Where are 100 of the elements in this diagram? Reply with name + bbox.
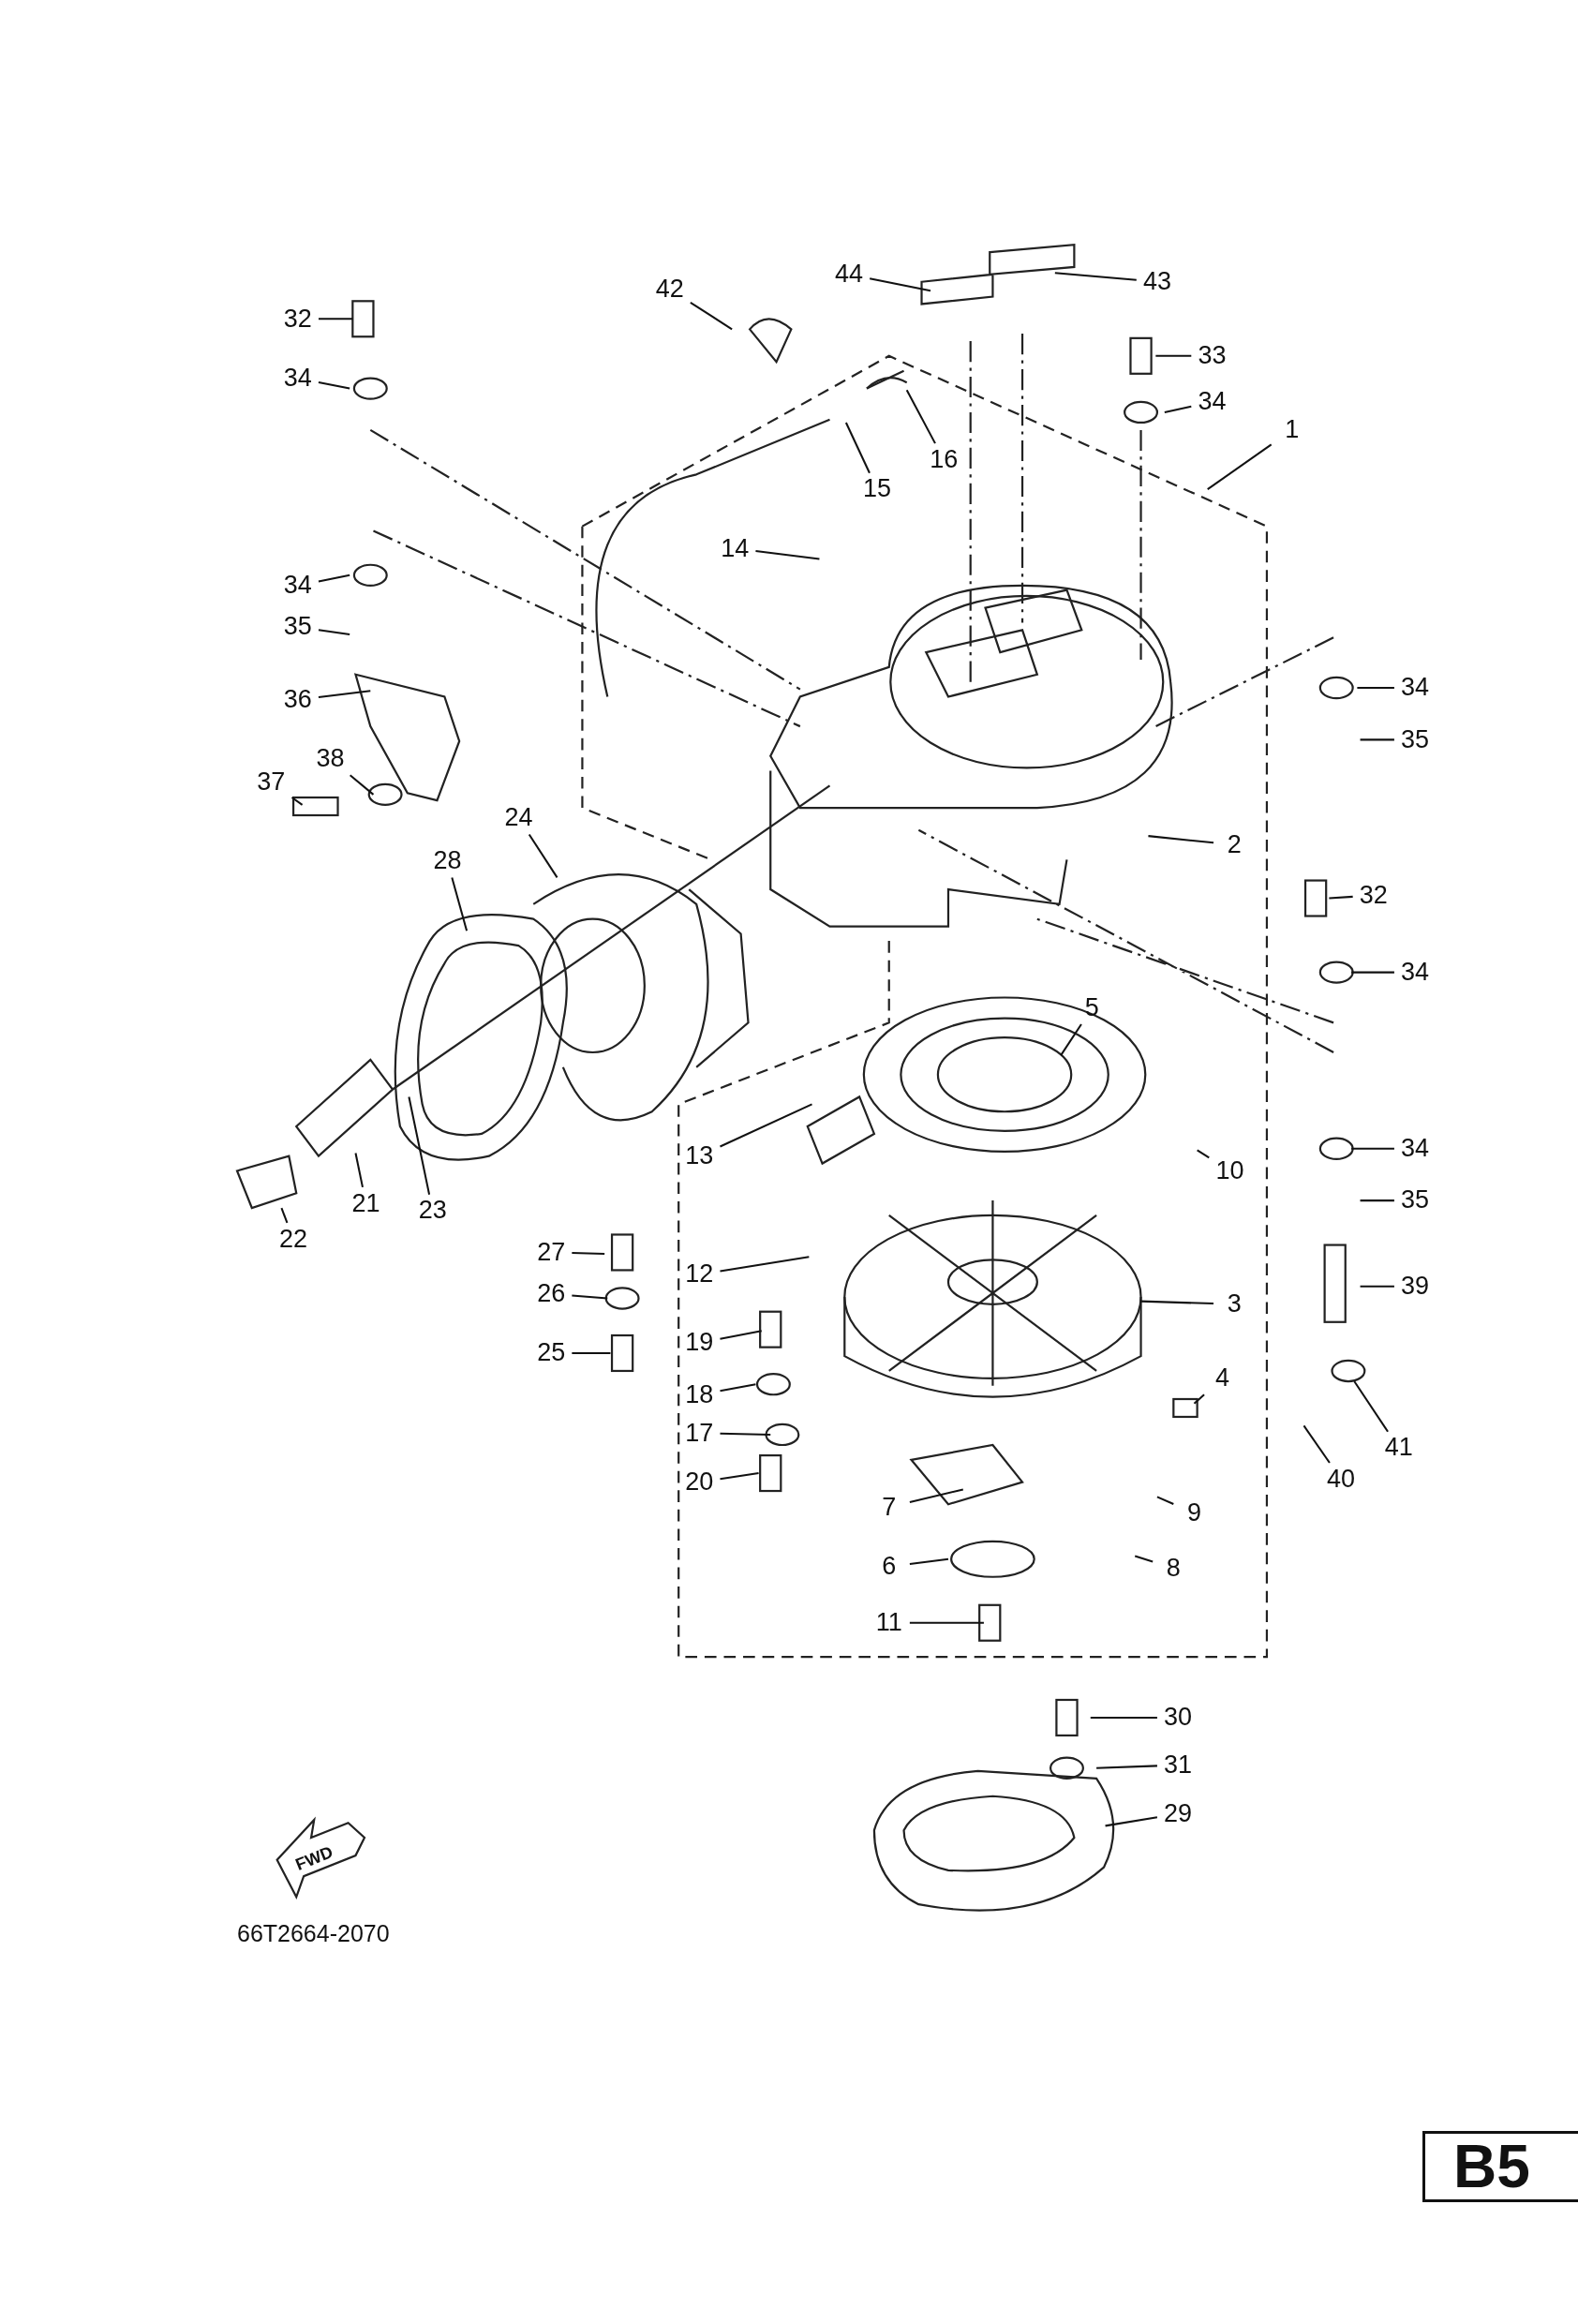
leader-line (528, 834, 558, 878)
leader-line (909, 1621, 984, 1624)
leader-line (1193, 1393, 1205, 1405)
callout-number: 35 (276, 610, 319, 643)
leader-line (318, 690, 371, 698)
callout-number: 16 (923, 442, 965, 475)
leader-line (909, 1488, 964, 1504)
leader-line (1140, 1300, 1214, 1305)
leader-line (1148, 835, 1214, 844)
leader-line (844, 422, 871, 474)
leader-line (318, 318, 353, 320)
callout-number: 35 (1393, 723, 1437, 755)
leader-line (905, 389, 936, 444)
leader-line (1357, 687, 1394, 690)
leader-line (572, 1252, 605, 1256)
callout-number: 32 (276, 302, 319, 335)
leader-line (869, 277, 931, 292)
callout-number: 33 (1191, 339, 1233, 372)
callout-number: 24 (498, 801, 540, 834)
leader-line (720, 1472, 759, 1481)
leader-line (1155, 354, 1192, 357)
callout-number: 23 (411, 1194, 454, 1227)
leader-line (690, 302, 733, 331)
leader-line (572, 1351, 611, 1354)
callout-number: 44 (827, 258, 871, 290)
callout-number: 13 (678, 1139, 721, 1171)
leader-line (720, 1256, 810, 1273)
leader-line (1360, 1199, 1394, 1202)
callout-number: 32 (1352, 878, 1394, 911)
leader-line (1090, 1716, 1157, 1719)
callout-number: 10 (1209, 1154, 1251, 1186)
leader-line (1134, 1555, 1154, 1563)
callout-number: 9 (1173, 1497, 1215, 1529)
leader-line (720, 1432, 771, 1436)
callout-number: 36 (276, 682, 319, 715)
direction-label: FWD (292, 1842, 336, 1876)
callout-number: 15 (856, 472, 899, 505)
callout-number: 31 (1156, 1748, 1199, 1780)
callout-number: 34 (276, 569, 319, 602)
callout-number: 19 (678, 1326, 721, 1359)
leader-line (1197, 1149, 1210, 1159)
section-code: B5 (1422, 2130, 1578, 2202)
callout-number: 29 (1156, 1797, 1199, 1829)
leader-line (349, 774, 375, 796)
callout-number: 26 (530, 1277, 573, 1309)
leader-line (290, 797, 304, 806)
leader-line (1353, 1380, 1389, 1433)
callout-number: 3 (1213, 1288, 1256, 1320)
leader-line (1105, 1816, 1158, 1827)
leader-line (1060, 1023, 1082, 1056)
callout-number: 42 (648, 272, 691, 305)
callout-number: 18 (678, 1378, 721, 1410)
leader-line (720, 1383, 756, 1393)
leader-line (755, 550, 820, 560)
callout-number: 20 (678, 1465, 721, 1497)
callout-number: 25 (530, 1336, 573, 1369)
callout-number: 1 (1271, 413, 1313, 446)
callout-number: 14 (714, 531, 756, 564)
callout-number: 43 (1136, 265, 1179, 298)
callout-number: 39 (1393, 1270, 1437, 1303)
callout-number: 7 (868, 1490, 910, 1523)
callout-number: 34 (1191, 385, 1233, 418)
leader-line (280, 1207, 289, 1224)
callout-number: 34 (1393, 1132, 1437, 1165)
leader-line (451, 877, 469, 931)
callout-number: 11 (868, 1606, 910, 1639)
callout-number: 28 (426, 844, 469, 877)
leader-line (720, 1330, 762, 1340)
callout-number: 8 (1153, 1551, 1195, 1584)
callout-number: 6 (868, 1549, 910, 1582)
leader-line (720, 1103, 812, 1148)
leader-line (1156, 1496, 1174, 1505)
leader-line (1303, 1424, 1331, 1464)
callout-number: 34 (1393, 671, 1437, 704)
leader-line (1207, 443, 1273, 490)
leader-line (318, 380, 350, 390)
leader-line (1329, 895, 1353, 900)
callout-number: 30 (1156, 1701, 1199, 1734)
callout-number: 2 (1213, 827, 1256, 860)
callout-number: 34 (1393, 955, 1437, 988)
callout-number: 34 (276, 361, 319, 394)
callout-number: 38 (309, 742, 351, 775)
leader-line (1360, 738, 1394, 741)
callout-number: 40 (1319, 1462, 1362, 1495)
leader-line (1164, 405, 1192, 413)
leader-line (572, 1294, 608, 1300)
leader-line (1096, 1765, 1157, 1769)
part-number-code: 66T2664-2070 (237, 1920, 390, 1948)
callout-number: 41 (1377, 1431, 1420, 1464)
callout-number: 27 (530, 1235, 573, 1268)
callout-number: 37 (250, 766, 292, 798)
leader-line (408, 1096, 431, 1195)
leader-line (1351, 971, 1394, 974)
leader-line (909, 1557, 949, 1565)
callout-number: 4 (1201, 1362, 1243, 1394)
callout-number: 21 (345, 1186, 387, 1219)
leader-line (354, 1153, 364, 1188)
leader-line (1351, 1147, 1394, 1150)
leader-line (318, 629, 350, 636)
leader-line (1054, 272, 1137, 281)
